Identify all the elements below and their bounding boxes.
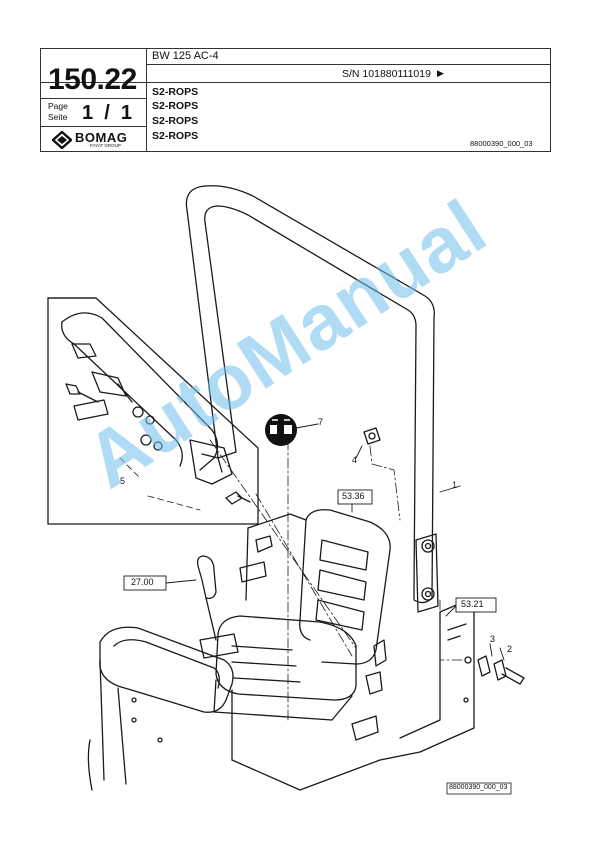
bomag-logo: BOMAG FAYAT GROUP <box>52 130 142 149</box>
callout-5: 5 <box>120 476 126 486</box>
header-drawing-id: 88000390_000_03 <box>470 139 533 148</box>
callout-2: 2 <box>507 644 513 654</box>
callout-7: 7 <box>318 417 324 427</box>
bomag-diamond-icon <box>52 131 72 149</box>
page-label-de: Seite <box>48 112 68 122</box>
bolt-2-and-washer-3 <box>464 655 525 685</box>
alignment-lines <box>209 439 463 721</box>
ref-box-frame <box>455 597 497 613</box>
brand-name: BOMAG <box>75 130 128 145</box>
steering-console <box>99 626 234 785</box>
footer-id-box <box>446 782 512 795</box>
nut-4 <box>363 427 381 445</box>
ref-label-lever: 27.00 <box>131 577 154 587</box>
page-fraction: 1 / 1 <box>82 102 133 124</box>
ref-box-seat <box>337 489 373 505</box>
title-line-4: S2-ROPS <box>152 130 199 142</box>
brand-subtitle: FAYAT GROUP <box>90 143 121 148</box>
rule-model <box>147 64 551 65</box>
seat-belt-warning-symbol <box>265 414 297 446</box>
model-name: BW 125 AC-4 <box>152 50 219 62</box>
serial-number: S/N 101880111019 <box>342 68 431 80</box>
page-label-en: Page <box>48 101 68 111</box>
footer-drawing-id: 88000390_000_03 <box>449 784 508 791</box>
callout-leaders <box>165 423 505 661</box>
title-line-2: S2-ROPS <box>152 100 199 112</box>
header-frame <box>40 48 551 152</box>
rule-logo <box>40 126 147 127</box>
rule-page <box>40 98 147 99</box>
serial-arrow-icon: ▶ <box>437 68 444 78</box>
callout-3: 3 <box>490 634 496 644</box>
rule-serial <box>40 82 551 83</box>
title-line-1: S2-ROPS <box>152 86 199 98</box>
operator-seat <box>213 509 391 721</box>
callout-4: 4 <box>352 455 358 465</box>
ref-label-seat: 53.36 <box>342 491 365 501</box>
rops-roll-bar <box>185 185 439 613</box>
callout-1: 1 <box>452 480 458 490</box>
header-block: BW 125 AC-4 S/N 101880111019 ▶ 150.22 Pa… <box>40 48 551 152</box>
ref-box-lever <box>123 575 167 591</box>
title-line-3: S2-ROPS <box>152 115 199 127</box>
ref-label-frame: 53.21 <box>461 599 484 609</box>
page-number: 150.22 <box>48 63 137 96</box>
header-left-column <box>40 48 147 152</box>
